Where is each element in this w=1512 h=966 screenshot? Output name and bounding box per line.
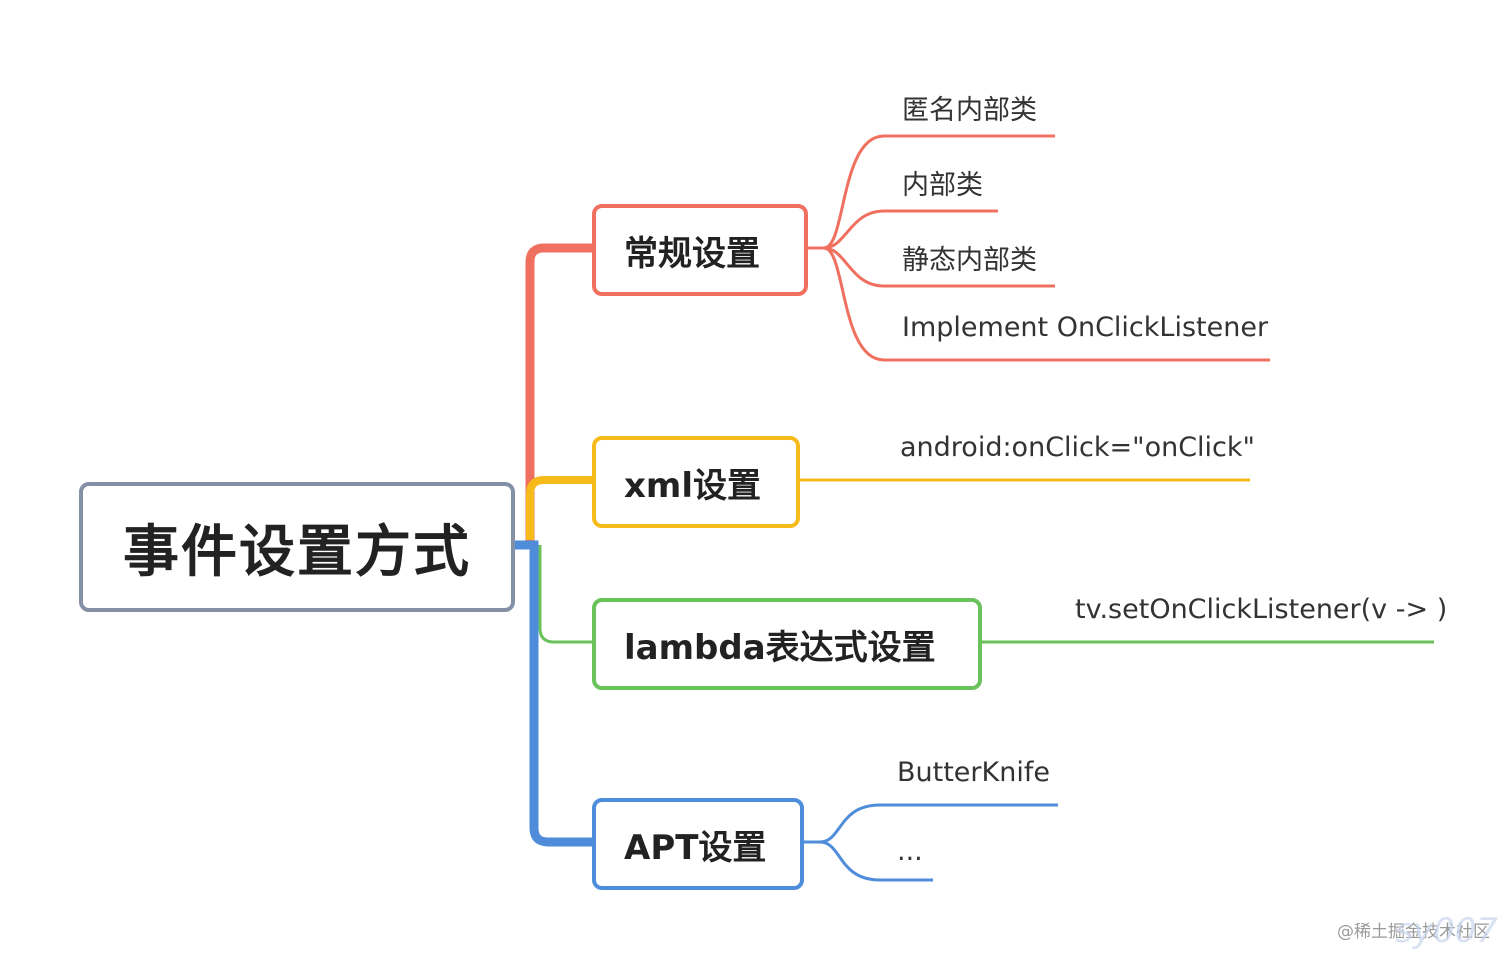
- root-node[interactable]: 事件设置方式: [79, 482, 515, 612]
- watermark: @稀土掘金技术社区 sy007: [1337, 911, 1498, 951]
- watermark-signature: sy007: [1395, 911, 1498, 951]
- branch-label: APT设置: [624, 827, 767, 868]
- root-label: 事件设置方式: [123, 519, 471, 585]
- branch-node-regular[interactable]: 常规设置: [592, 204, 808, 296]
- leaf-butterknife[interactable]: ButterKnife: [897, 757, 1050, 788]
- branch-node-lambda[interactable]: lambda表达式设置: [592, 598, 982, 690]
- blue-children-connectors: [804, 803, 1058, 882]
- watermark-text: @稀土掘金技术社区: [1337, 922, 1490, 942]
- branch-label: 常规设置: [624, 233, 760, 274]
- trunk-yellow: [526, 476, 592, 540]
- leaf-inner-class[interactable]: 内部类: [902, 170, 983, 201]
- leaf-anonymous-inner-class[interactable]: 匿名内部类: [902, 95, 1037, 126]
- branch-label: lambda表达式设置: [624, 627, 936, 668]
- red-children-connectors: [808, 134, 1270, 362]
- leaf-ellipsis[interactable]: ...: [897, 836, 923, 867]
- trunk-red: [510, 243, 597, 550]
- branch-node-xml[interactable]: xml设置: [592, 436, 800, 528]
- branch-label: xml设置: [624, 465, 762, 506]
- leaf-static-inner-class[interactable]: 静态内部类: [902, 245, 1037, 276]
- leaf-implement-listener[interactable]: Implement OnClickListener: [902, 312, 1269, 343]
- leaf-android-onclick[interactable]: android:onClick="onClick": [900, 432, 1255, 463]
- connector-green: [538, 545, 592, 644]
- trunk-blue: [515, 540, 592, 847]
- leaf-set-onclick-listener[interactable]: tv.setOnClickListener(v -> ): [1075, 594, 1448, 625]
- branch-node-apt[interactable]: APT设置: [592, 798, 804, 890]
